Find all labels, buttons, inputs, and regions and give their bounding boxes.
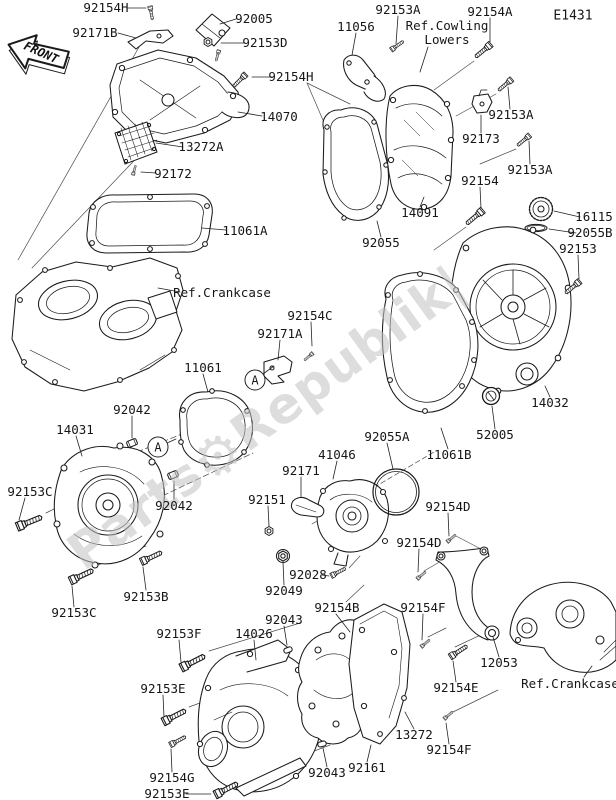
gasket-92055 xyxy=(322,107,390,221)
part-number-label: 92153E xyxy=(140,681,186,696)
part-number-label: 11061 xyxy=(184,360,222,375)
part-number-label: 92153C xyxy=(51,605,97,620)
part-number-label: 92153F xyxy=(156,626,202,641)
part-number-label: 11061B xyxy=(426,447,472,462)
crankcase-left xyxy=(11,257,184,392)
part-number-label: 52005 xyxy=(476,427,514,442)
part-number-label: 92153A xyxy=(507,162,553,177)
gasket-11061 xyxy=(178,388,253,468)
breather-cover-14070 xyxy=(109,49,250,144)
part-number-label: 92171A xyxy=(257,326,303,341)
part-number-label: 92154D xyxy=(425,499,471,514)
part-number-label: 92154E xyxy=(433,680,479,695)
water-pump-cover-41046 xyxy=(316,479,390,567)
part-number-label: 92172 xyxy=(154,166,192,181)
mesh-plate-13272A xyxy=(114,121,158,165)
oil-sight-plug-52005 xyxy=(481,386,501,406)
part-number-label: 92055B xyxy=(567,225,613,240)
part-number-label: 92153A xyxy=(375,2,421,17)
part-number-label: 14026 xyxy=(235,626,273,641)
clutch-cover-14032 xyxy=(450,226,572,395)
plate-13272 xyxy=(348,603,411,745)
part-number-label: 12053 xyxy=(480,655,518,670)
part-number-label: 92042 xyxy=(113,402,151,417)
part-number-label: 92043 xyxy=(308,765,346,780)
reference-label: Ref.Crankcase xyxy=(173,285,271,300)
clamp-92173 xyxy=(471,89,493,114)
part-number-label: 13272 xyxy=(395,727,433,742)
part-number-label: 92154A xyxy=(467,4,513,19)
detail-marker-A: A xyxy=(147,436,169,458)
part-number-label: 92173 xyxy=(462,131,500,146)
part-number-label: 92161 xyxy=(348,760,386,775)
part-number-label: 14091 xyxy=(401,205,439,220)
part-number-label: 92005 xyxy=(235,11,273,26)
part-number-label: 92154H xyxy=(268,69,314,84)
part-number-label: 14070 xyxy=(260,109,298,124)
part-number-label: 92055 xyxy=(362,235,400,250)
part-number-label: 92153E xyxy=(144,786,190,800)
part-number-label: 92043 xyxy=(265,612,303,627)
part-number-label: 92154F xyxy=(426,742,472,757)
part-number-label: 11061A xyxy=(222,223,268,238)
part-number-label: 92154F xyxy=(400,600,446,615)
part-number-label: 92154 xyxy=(461,173,499,188)
part-number-label: 92153A xyxy=(488,107,534,122)
bracket-92171B xyxy=(127,29,174,50)
part-number-label: 92153C xyxy=(7,484,53,499)
part-number-label: 16115 xyxy=(575,209,613,224)
chain-cover-14026 xyxy=(196,639,323,797)
o-ring-92055A xyxy=(372,468,420,516)
gasket-11061B xyxy=(381,271,479,414)
part-number-label: 11056 xyxy=(337,19,375,34)
bracket-11056 xyxy=(343,54,386,102)
part-number-label: 14032 xyxy=(531,395,569,410)
crankcase-right xyxy=(509,581,616,673)
part-number-label: 92028 xyxy=(289,567,327,582)
part-number-label: 92153 xyxy=(559,241,597,256)
bracket-92171A xyxy=(263,355,293,385)
part-number-label: 92171B xyxy=(72,25,118,40)
reference-label: Ref.Cowling Lowers xyxy=(405,18,489,47)
gasket-11061A xyxy=(86,193,213,254)
oil-cap-16115 xyxy=(528,196,554,222)
part-number-label: 92154D xyxy=(396,535,442,550)
part-number-label: 92042 xyxy=(155,498,193,513)
part-number-label: 92151 xyxy=(248,492,286,507)
part-number-label: 92154H xyxy=(83,0,129,15)
part-number-label: 92153D xyxy=(242,35,288,50)
page-code: E1431 xyxy=(553,8,593,24)
leader-lines xyxy=(18,7,593,795)
part-number-label: 92049 xyxy=(265,583,303,598)
part-number-label: 92154B xyxy=(314,600,360,615)
part-number-label: 41046 xyxy=(318,447,356,462)
generator-cover-14031 xyxy=(53,442,165,569)
detail-marker-A: A xyxy=(244,369,266,391)
part-number-label: 13272A xyxy=(178,139,224,154)
part-number-label: 14031 xyxy=(56,422,94,437)
part-number-label: 92153B xyxy=(123,589,169,604)
reference-label: Ref.Crankcase xyxy=(521,676,616,691)
part-number-label: 92154G xyxy=(149,770,195,785)
pulsing-cover-14091 xyxy=(385,84,455,211)
part-number-label: 92171 xyxy=(282,463,320,478)
part-number-label: 92055A xyxy=(364,429,410,444)
grommet-92171 xyxy=(290,496,325,518)
bracket-12053 xyxy=(435,546,500,641)
part-number-label: 92154C xyxy=(287,308,333,323)
